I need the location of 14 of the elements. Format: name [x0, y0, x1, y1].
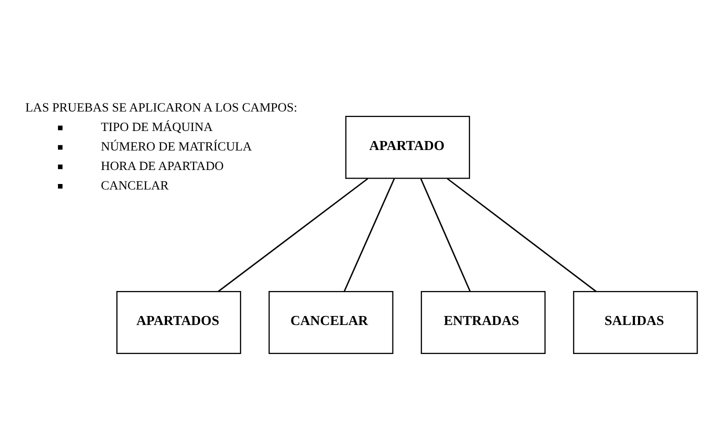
label: CANCELAR — [100, 178, 169, 193]
connector — [344, 178, 395, 292]
node-box: SALIDAS — [573, 291, 698, 354]
label: HORA DE APARTADO — [100, 159, 224, 174]
node-box: APARTADOS — [116, 291, 242, 354]
connector — [218, 178, 368, 292]
node-box: CANCELAR — [268, 291, 394, 354]
connector — [446, 178, 597, 292]
label: TIPO DE MÁQUINA — [100, 120, 213, 134]
node-box: APARTADO — [345, 116, 470, 179]
node-box: ENTRADAS — [420, 291, 546, 354]
label: NÚMERO DE MATRÍCULA — [100, 140, 252, 154]
connector — [420, 178, 471, 292]
label: LAS PRUEBAS SE APLICARON A LOS CAMPOS: — [25, 100, 298, 115]
